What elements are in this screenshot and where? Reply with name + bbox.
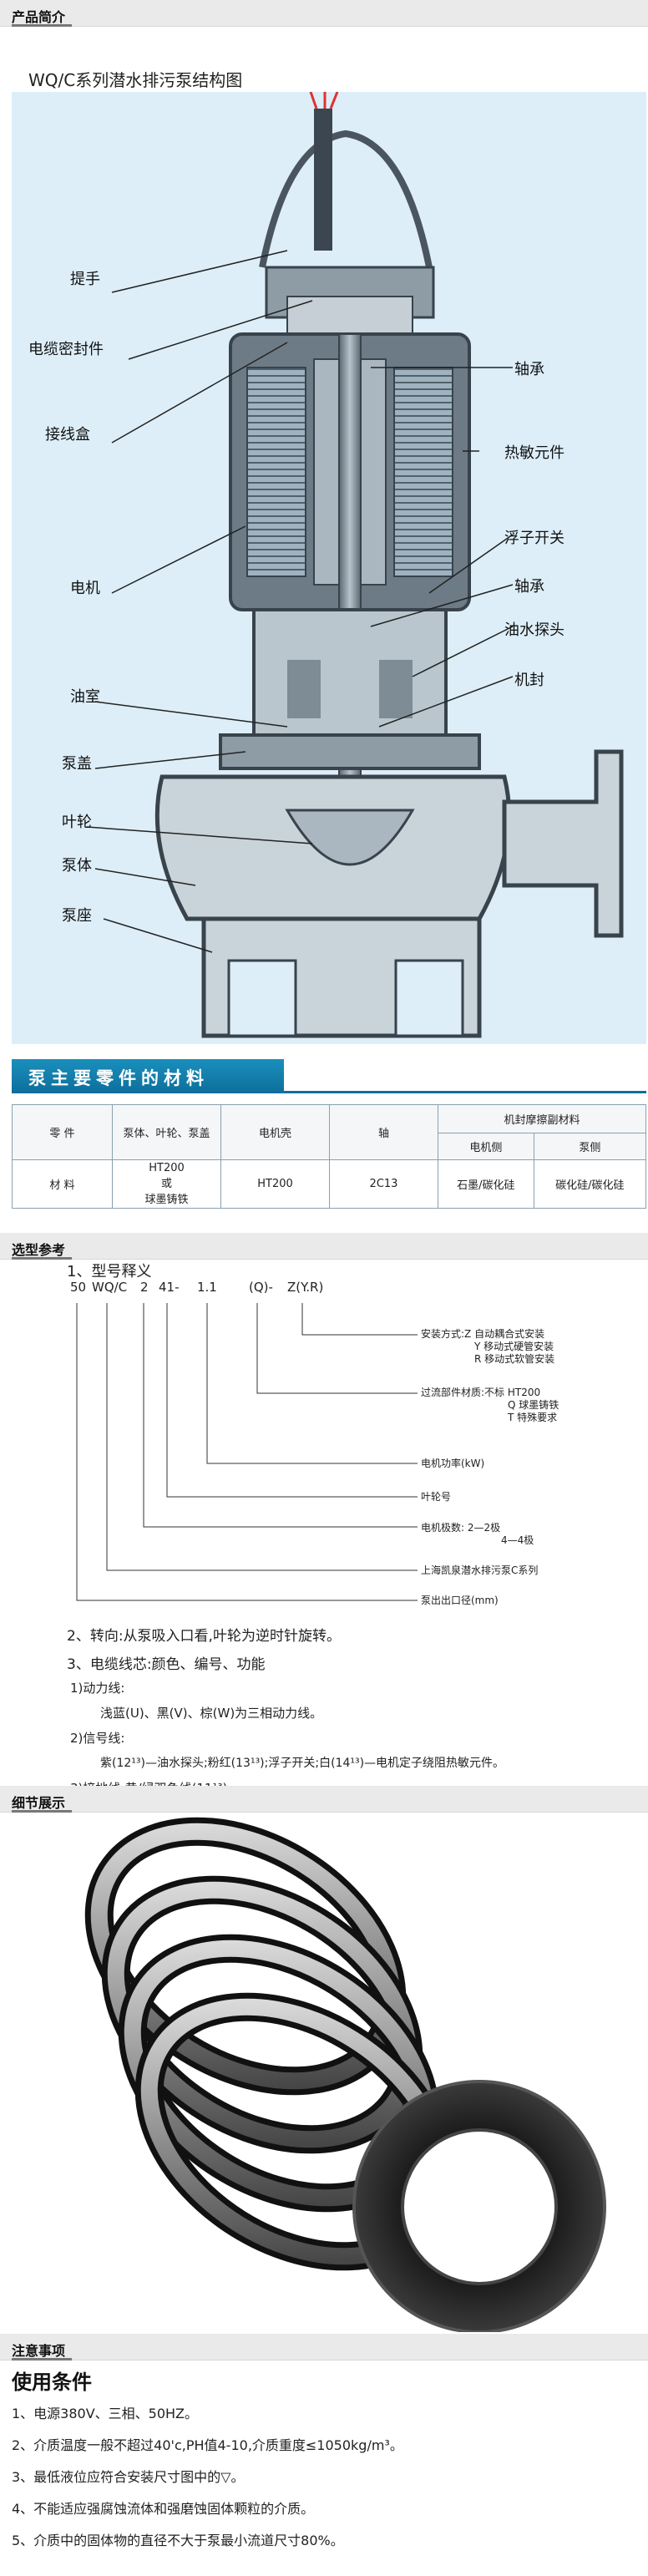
section-header-product-intro: 产品简介: [0, 0, 648, 27]
materials-header-row: 零 件 泵体、叶轮、泵盖 电机壳 轴 机封摩擦副材料: [12, 1104, 646, 1160]
poles-title: 电机极数: 2—2极: [421, 1522, 501, 1534]
model-subtitle: 1、型号释义: [67, 1263, 152, 1280]
header-seal-pump: 泵侧: [533, 1133, 647, 1160]
section-underline: [12, 1810, 72, 1813]
model-code-leaders: [76, 1303, 418, 1601]
section-header-details: 细节展示: [0, 1786, 648, 1813]
section-underline: [12, 24, 72, 27]
section-underline: [12, 2358, 72, 2360]
code-part-impeller: 41-: [159, 1280, 180, 1295]
power-line-desc: 浅蓝(U)、黑(V)、棕(W)为三相动力线。: [100, 1706, 323, 1721]
label-oil-chamber: 油室: [70, 688, 100, 706]
rotation-note: 2、转向:从泵吸入口看,叶轮为逆时针旋转。: [67, 1628, 341, 1645]
code-part-power: 1.1: [197, 1280, 217, 1295]
header-seal: 机封摩擦副材料: [438, 1104, 646, 1133]
label-motor: 电机: [70, 580, 100, 597]
cell-shaft: 2C13: [329, 1159, 438, 1209]
poles-4: 4—4极: [501, 1534, 534, 1546]
signal-line-title: 2)信号线:: [70, 1731, 125, 1746]
cell-seal-motor: 石墨/碳化硅: [438, 1159, 534, 1209]
cell-motor-shell: HT200: [220, 1159, 330, 1209]
cable-cores-title: 3、电缆线芯:颜色、编号、功能: [67, 1656, 266, 1673]
material-t: T 特殊要求: [508, 1412, 558, 1423]
code-part-series: WQ/C: [92, 1280, 128, 1295]
diagram-title: WQ/C系列潜水排污泵结构图: [28, 70, 243, 90]
pump-material-line1: HT200: [149, 1162, 185, 1174]
label-pump-cover: 泵盖: [62, 755, 92, 773]
mechanical-seal-photo: [12, 1814, 646, 2332]
label-pump-base: 泵座: [62, 907, 92, 925]
cell-pump-material: HT200 或 球墨铸铁: [112, 1159, 221, 1209]
section-header-model-ref: 选型参考: [0, 1233, 648, 1260]
outlet-label: 泵出出口径(mm): [421, 1595, 499, 1606]
materials-banner: 泵主要零件的材料: [12, 1059, 284, 1093]
label-mechanical-seal: 机封: [514, 672, 544, 689]
section-title: 产品简介: [12, 9, 66, 25]
section-header-notes: 注意事项: [0, 2334, 648, 2360]
label-bearing-lower: 轴承: [514, 578, 544, 596]
material-q: Q 球墨铸铁: [508, 1399, 559, 1411]
header-motor-shell: 电机壳: [220, 1104, 330, 1160]
label-oil-water-probe: 油水探头: [504, 621, 564, 639]
power-line-title: 1)动力线:: [70, 1681, 125, 1696]
label-impeller: 叶轮: [62, 814, 92, 831]
impeller-label: 叶轮号: [421, 1491, 452, 1503]
materials-table: 零 件 泵体、叶轮、泵盖 电机壳 轴 机封摩擦副材料 电机侧 泵侧 材 料 HT…: [12, 1104, 647, 1209]
pump-material-line2: 或: [160, 1178, 172, 1190]
label-thermal-element: 热敏元件: [504, 444, 564, 462]
condition-item-5: 5、介质中的固体物的直径不大于泵最小流道尺寸80%。: [12, 2533, 344, 2548]
label-junction-box: 接线盒: [45, 426, 90, 444]
row-label: 材 料: [12, 1159, 113, 1209]
label-bearing-upper: 轴承: [514, 361, 544, 378]
condition-item-1: 1、电源380V、三相、50HZ。: [12, 2406, 199, 2421]
materials-banner-title: 泵主要零件的材料: [28, 1068, 209, 1088]
section-title: 注意事项: [12, 2343, 66, 2359]
header-part: 零 件: [12, 1104, 113, 1160]
code-part-material: (Q)-: [249, 1280, 273, 1295]
materials-divider: [12, 1091, 646, 1093]
materials-data-row: 材 料 HT200 或 球墨铸铁 HT200 2C13 石墨/碳化硅 碳化硅/碳…: [12, 1159, 647, 1209]
cell-seal-pump: 碳化硅/碳化硅: [533, 1159, 647, 1209]
header-pump-parts: 泵体、叶轮、泵盖: [112, 1104, 221, 1160]
section-title: 选型参考: [12, 1242, 66, 1258]
label-float-switch: 浮子开关: [504, 530, 564, 547]
power-label: 电机功率(kW): [421, 1458, 485, 1469]
install-title: 安装方式:Z 自动耦合式安装: [421, 1328, 545, 1340]
pump-material-line3: 球墨铸铁: [144, 1194, 189, 1206]
label-cable-seal: 电缆密封件: [28, 341, 104, 358]
signal-line-desc: 紫(12¹³)—油水探头;粉红(13¹³);浮子开关;白(14¹³)—电机定子绕…: [100, 1757, 505, 1770]
pump-cross-section: [86, 92, 624, 1038]
conditions-title: 使用条件: [12, 2371, 92, 2394]
header-seal-motor: 电机侧: [438, 1133, 534, 1160]
install-y: Y 移动式硬管安装: [474, 1341, 554, 1352]
section-title: 细节展示: [12, 1795, 66, 1811]
condition-item-4: 4、不能适应强腐蚀流体和强磨蚀固体颗粒的介质。: [12, 2501, 315, 2517]
pump-structure-diagram: 提手 电缆密封件 接线盒 电机 油室 泵盖 叶轮 泵体 泵座 轴承 热敏元件 浮…: [12, 92, 646, 1044]
install-r: R 移动式软管安装: [474, 1353, 555, 1365]
material-title: 过流部件材质:不标 HT200: [421, 1387, 541, 1398]
condition-item-2: 2、介质温度一般不超过40'c,PH值4-10,介质重度≤1050kg/m³。: [12, 2437, 403, 2453]
label-pump-body: 泵体: [62, 857, 92, 875]
series-label: 上海凯泉潜水排污泵C系列: [421, 1564, 539, 1576]
section-underline: [12, 1257, 72, 1260]
code-part-poles: 2: [140, 1280, 149, 1295]
code-part-install: Z(Y.R): [287, 1280, 324, 1295]
condition-item-3: 3、最低液位应符合安装尺寸图中的▽。: [12, 2469, 245, 2485]
code-part-outlet: 50: [70, 1280, 87, 1295]
header-shaft: 轴: [329, 1104, 438, 1160]
label-handle: 提手: [70, 271, 100, 288]
